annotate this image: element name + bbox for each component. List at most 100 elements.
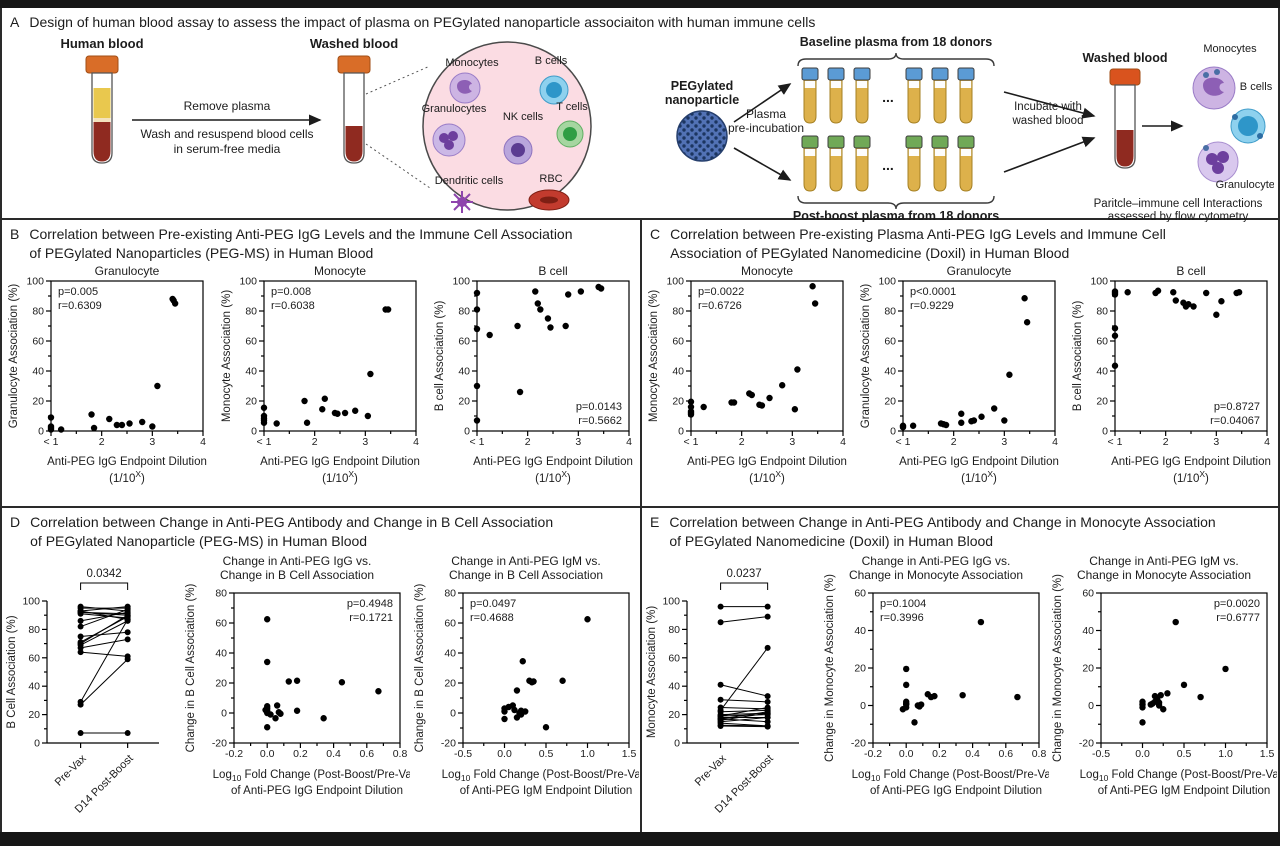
- data-points: [262, 615, 382, 731]
- svg-text:B cell: B cell: [538, 265, 567, 278]
- remove-plasma-arrow: Remove plasma Wash and resuspend blood c…: [132, 99, 322, 156]
- flow-cytometry-caption2: assessed by flow cytometry: [1108, 211, 1249, 222]
- svg-text:Granulocyte: Granulocyte: [947, 265, 1012, 278]
- incubate-label2: washed blood: [1012, 115, 1084, 127]
- svg-text:60: 60: [1096, 335, 1108, 347]
- panel-e-title-line1: Correlation between Change in Anti-PEG A…: [669, 514, 1216, 530]
- svg-text:Granulocyte Association (%): Granulocyte Association (%): [860, 283, 872, 428]
- panel-b-label: B: [10, 226, 20, 242]
- postboost-brace: [797, 195, 995, 209]
- svg-text:0.4: 0.4: [965, 748, 980, 760]
- t-cells-label: T cells: [556, 101, 588, 113]
- svg-text:r=0.4688: r=0.4688: [470, 612, 514, 624]
- panel-d: D Correlation between Change in Anti-PEG…: [2, 508, 640, 832]
- svg-text:Anti-PEG IgG Endpoint Dilution: Anti-PEG IgG Endpoint Dilution: [1111, 456, 1271, 468]
- panel-d-title: D Correlation between Change in Anti-PEG…: [2, 508, 640, 551]
- panel-c: C Correlation between Pre-existing Plasm…: [640, 220, 1278, 506]
- svg-text:80: 80: [33, 305, 45, 317]
- incubate-arrow-top: [1003, 91, 1096, 119]
- svg-text:Monocyte Association (%): Monocyte Association (%): [648, 289, 660, 421]
- svg-text:20: 20: [33, 395, 45, 407]
- svg-text:p=0.4948: p=0.4948: [347, 598, 393, 610]
- nanoparticle-label1: PEGylated: [671, 79, 734, 93]
- postboost-ellipsis: ...: [882, 157, 894, 173]
- svg-text:1.5: 1.5: [621, 748, 636, 760]
- washed-blood-label: Washed blood: [310, 36, 398, 51]
- svg-text:0.0: 0.0: [497, 748, 512, 760]
- svg-text:(1/10X): (1/10X): [109, 469, 145, 485]
- svg-text:4: 4: [1264, 436, 1270, 448]
- blood-cells-circle: Monocytes B cells Granulocytes: [422, 41, 592, 213]
- svg-text:60: 60: [1082, 587, 1094, 599]
- svg-text:4: 4: [1052, 436, 1058, 448]
- rbc-icon: [528, 189, 570, 211]
- b-cells-label: B cells: [535, 55, 568, 67]
- svg-text:0.2: 0.2: [293, 748, 308, 760]
- svg-text:Change in Anti-PEG IgG vs.: Change in Anti-PEG IgG vs.: [223, 554, 372, 568]
- svg-text:Anti-PEG IgG Endpoint Dilution: Anti-PEG IgG Endpoint Dilution: [260, 456, 420, 468]
- baseline-plasma-label: Baseline plasma from 18 donors: [800, 35, 992, 49]
- b-cells-right-label: B cells: [1240, 81, 1273, 93]
- svg-text:0.0: 0.0: [899, 748, 914, 760]
- bottom-border-bar: [0, 832, 1280, 846]
- remove-plasma-label: Remove plasma: [184, 99, 271, 113]
- svg-text:0: 0: [678, 425, 684, 437]
- human-blood-label: Human blood: [60, 36, 143, 51]
- svg-text:4: 4: [626, 436, 632, 448]
- svg-text:Monocyte: Monocyte: [741, 265, 793, 278]
- svg-text:60: 60: [29, 652, 41, 664]
- svg-text:100: 100: [27, 275, 45, 287]
- svg-text:B cell Association (%): B cell Association (%): [434, 300, 446, 411]
- b-cell-icon: [539, 75, 569, 105]
- data-points: [1139, 618, 1229, 726]
- svg-text:Granulocyte Association (%): Granulocyte Association (%): [8, 283, 20, 428]
- panel-a-label: A: [10, 14, 20, 30]
- svg-text:Anti-PEG IgG Endpoint Dilution: Anti-PEG IgG Endpoint Dilution: [687, 456, 847, 468]
- svg-text:80: 80: [215, 587, 227, 599]
- svg-text:100: 100: [23, 595, 41, 607]
- svg-text:60: 60: [33, 335, 45, 347]
- svg-text:< 1: < 1: [684, 436, 699, 448]
- panel-a: A Design of human blood assay to assess …: [2, 8, 1278, 223]
- panel-a-diagram: Human blood Remove plasma Wash and resus…: [60, 35, 1278, 223]
- svg-text:20: 20: [245, 395, 257, 407]
- granulocytes-label: Granulocytes: [422, 103, 487, 115]
- panel-e-label: E: [650, 514, 660, 530]
- svg-text:-20: -20: [851, 737, 866, 749]
- postboost-tube-rack: ...: [801, 135, 975, 192]
- svg-text:0: 0: [1088, 700, 1094, 712]
- svg-text:Monocyte: Monocyte: [314, 265, 366, 278]
- svg-text:60: 60: [672, 335, 684, 347]
- svg-text:(1/10X): (1/10X): [749, 469, 785, 485]
- nk-cells-label: NK cells: [503, 111, 544, 123]
- svg-text:2: 2: [99, 436, 105, 448]
- svg-text:20: 20: [668, 709, 680, 721]
- svg-text:-0.2: -0.2: [225, 748, 243, 760]
- to-baseline-arrow: [733, 82, 792, 123]
- svg-text:-0.2: -0.2: [864, 748, 882, 760]
- monocyte-right-icon: [1192, 66, 1236, 110]
- svg-text:0.2: 0.2: [932, 748, 947, 760]
- svg-text:p=0.0020: p=0.0020: [1214, 598, 1260, 610]
- svg-text:2: 2: [951, 436, 957, 448]
- panel-c-title-line2: Association of PEGylated Nanomedicine (D…: [670, 244, 1070, 261]
- svg-text:40: 40: [29, 680, 41, 692]
- result-cells: Monocytes B cells: [1192, 43, 1278, 191]
- svg-text:Log10 Fold Change (Post-Boost/: Log10 Fold Change (Post-Boost/Pre-Vax): [852, 769, 1049, 783]
- svg-text:4: 4: [200, 436, 206, 448]
- svg-text:0: 0: [860, 700, 866, 712]
- figure-content: A Design of human blood assay to assess …: [0, 8, 1280, 832]
